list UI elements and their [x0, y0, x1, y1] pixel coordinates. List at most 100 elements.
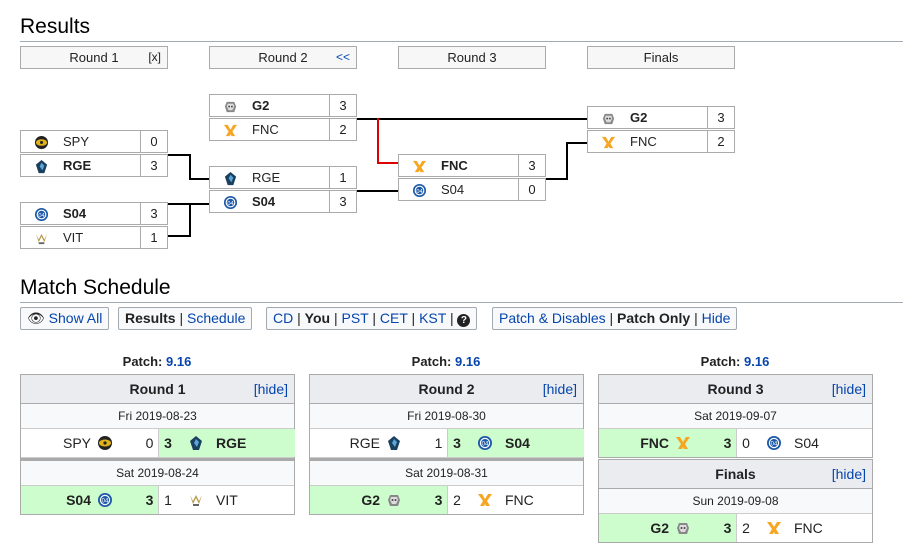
team2-score: 1 [158, 486, 177, 514]
team-score: 3 [329, 95, 356, 116]
rge-icon [223, 171, 238, 186]
results-schedule-toggle: Results | Schedule [118, 307, 253, 330]
fnc-icon [766, 520, 782, 536]
connector-r1a-v [189, 154, 191, 180]
connector-r1b-v [189, 203, 191, 237]
bracket-r1-team-spy[interactable]: SPY 0 [20, 130, 168, 153]
team-score: 3 [518, 155, 545, 176]
expand-previous-rounds-toggle[interactable]: << [335, 50, 350, 64]
patch-link[interactable]: 9.16 [744, 354, 770, 369]
team2-score: 2 [447, 486, 466, 514]
schedule-finals: Finals [hide] Sun 2019-09-08 G2 3 2 FNC [598, 459, 873, 543]
separator: | [179, 310, 184, 326]
fnc-icon [675, 435, 691, 451]
fnc-icon [601, 135, 616, 150]
patch-link[interactable]: 9.16 [166, 354, 192, 369]
schedule-divider [20, 302, 903, 303]
match-date: Sat 2019-08-24 [21, 461, 294, 486]
hide-link[interactable]: [hide] [831, 381, 866, 397]
team1-cell: S04 [21, 486, 141, 514]
schedule-option[interactable]: Schedule [187, 310, 246, 326]
bracket-r1-team-s04[interactable]: S04 3 [20, 202, 168, 225]
separator: | [449, 310, 454, 326]
g2-icon [223, 99, 238, 114]
connector-r1b-h3 [189, 203, 209, 205]
round-title-bar: Round 1 [hide] [21, 375, 294, 404]
team1-score: 3 [719, 429, 736, 457]
bracket-finals-team-fnc[interactable]: FNC 2 [587, 130, 735, 153]
rge-icon [34, 159, 49, 174]
team-name: RGE [63, 158, 92, 173]
team-score: 3 [329, 191, 356, 212]
round-3-label: Round 3 [447, 50, 497, 65]
hide-link[interactable]: [hide] [831, 466, 866, 482]
team2-name: S04 [505, 435, 530, 451]
timezone-toggle: CD | You | PST | CET | KST | ? [266, 307, 478, 330]
bracket-r2-team-rge[interactable]: RGE 1 [209, 166, 357, 189]
patch-hide-option[interactable]: Hide [701, 310, 731, 326]
team-score: 0 [518, 179, 545, 200]
g2-icon [601, 111, 616, 126]
round-title-bar: Round 3 [hide] [599, 375, 872, 404]
schedule-round-3: Round 3 [hide] Sat 2019-09-07 FNC 3 0 S0… [598, 374, 873, 458]
help-icon[interactable]: ? [457, 314, 471, 327]
match-row[interactable]: S04 3 1 VIT [21, 486, 294, 514]
patch-only-option[interactable]: Patch Only [617, 310, 691, 326]
bracket-finals-team-g2[interactable]: G2 3 [587, 106, 735, 129]
results-heading: Results [20, 15, 91, 38]
match-row[interactable]: SPY 0 3 RGE [21, 429, 295, 458]
vit-icon [34, 231, 49, 246]
show-all-button[interactable]: 👁 Show All [20, 307, 110, 330]
tz-kst-option[interactable]: KST [419, 310, 447, 326]
hide-link[interactable]: [hide] [542, 381, 577, 397]
team-name: G2 [252, 98, 270, 113]
patch-link[interactable]: 9.16 [455, 354, 481, 369]
bracket-r3-team-fnc[interactable]: FNC 3 [398, 154, 546, 177]
team2-name: FNC [505, 492, 534, 508]
team1-name: FNC [640, 435, 669, 451]
team2-score: 3 [447, 429, 466, 457]
match-date: Sat 2019-08-31 [310, 461, 583, 486]
team2-cell: RGE [176, 429, 295, 457]
connector-fnc-path-v [377, 118, 379, 164]
results-option[interactable]: Results [125, 310, 176, 326]
bracket-r2-team-s04[interactable]: S04 3 [209, 190, 357, 213]
hide-link[interactable]: [hide] [253, 381, 288, 397]
team-name: SPY [63, 134, 90, 149]
team1-name: RGE [349, 435, 380, 451]
bracket-r1-team-vit[interactable]: VIT 1 [20, 226, 168, 249]
match-date: Sun 2019-09-08 [599, 489, 872, 514]
collapse-round-1-toggle[interactable]: [x] [148, 50, 161, 64]
separator: | [372, 310, 376, 326]
connector-r3-h2 [566, 142, 587, 144]
bracket-r2-team-fnc[interactable]: FNC 2 [209, 118, 357, 141]
team-score: 2 [329, 119, 356, 140]
bracket-r2-team-g2[interactable]: G2 3 [209, 94, 357, 117]
match-row[interactable]: RGE 1 3 S04 [310, 429, 584, 458]
connector-r3-h [546, 178, 568, 180]
tz-cd-option[interactable]: CD [273, 310, 294, 326]
round-title-bar: Finals [hide] [599, 460, 872, 489]
results-divider [20, 41, 903, 42]
team1-score: 0 [145, 435, 154, 451]
g2-icon [675, 520, 691, 536]
tz-pst-option[interactable]: PST [341, 310, 369, 326]
team1-cell: G2 [599, 514, 719, 542]
match-row[interactable]: G2 3 2 FNC [310, 486, 583, 514]
spy-icon [34, 135, 49, 150]
schedule-heading: Match Schedule [20, 276, 171, 299]
bracket-r3-team-s04[interactable]: S04 0 [398, 178, 546, 201]
s04-icon [97, 492, 113, 508]
team2-name: RGE [216, 435, 247, 451]
patch-disables-option[interactable]: Patch & Disables [499, 310, 606, 326]
tz-cet-option[interactable]: CET [379, 310, 408, 326]
connector-g2-finals [357, 118, 587, 120]
match-row[interactable]: G2 3 2 FNC [599, 514, 872, 542]
tz-you-option[interactable]: You [304, 310, 331, 326]
round-title-bar: Round 2 [hide] [310, 375, 583, 404]
team1-name: G2 [361, 492, 380, 508]
bracket-r1-team-rge[interactable]: RGE 3 [20, 154, 168, 177]
match-row[interactable]: FNC 3 0 S04 [599, 429, 872, 457]
g2-icon [386, 492, 402, 508]
separator: | [694, 310, 698, 326]
